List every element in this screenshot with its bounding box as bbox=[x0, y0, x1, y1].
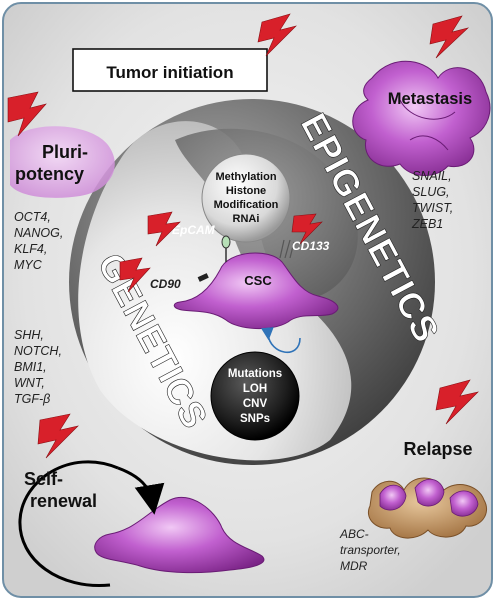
tumor-initiation-label: Tumor initiation bbox=[106, 63, 233, 82]
genetic-mark: LOH bbox=[243, 383, 267, 395]
lightning-icon bbox=[7, 91, 47, 137]
metastasis-gene: SLUG, bbox=[412, 185, 450, 199]
self-renewal-gene: BMI1, bbox=[14, 360, 47, 374]
epigenetic-mark: Modification bbox=[214, 199, 279, 211]
lightning-icon bbox=[257, 13, 297, 57]
epigenetic-mark: Histone bbox=[226, 185, 266, 197]
cd90-label: CD90 bbox=[150, 277, 181, 291]
pluripotency-label-line2: potency bbox=[15, 164, 84, 184]
relapse-gene: ABC- bbox=[339, 527, 369, 541]
lightning-icon bbox=[429, 15, 470, 59]
epigenetic-mark: Methylation bbox=[215, 171, 276, 183]
lightning-icon bbox=[435, 379, 479, 425]
self-renewal-arrow-left bbox=[18, 460, 119, 588]
pluripotency-label-line1: Pluri- bbox=[42, 142, 88, 162]
lightning-icon bbox=[37, 413, 79, 459]
self-renewal-label-line2: renewal bbox=[30, 491, 97, 511]
metastasis-label: Metastasis bbox=[388, 90, 472, 108]
self-renewal-gene: WNT, bbox=[14, 376, 45, 390]
pluripotency-gene: MYC bbox=[14, 258, 43, 272]
csc-label: CSC bbox=[244, 273, 272, 288]
relapse-cluster: Relapse bbox=[368, 439, 488, 539]
relapse-gene: transporter, bbox=[340, 543, 401, 557]
metastasis-gene: ZEB1 bbox=[411, 217, 443, 231]
metastasis-gene: TWIST, bbox=[412, 201, 453, 215]
epcam-marker: EpCAM bbox=[172, 223, 231, 262]
self-loop-arrow bbox=[261, 327, 301, 354]
pluripotency-gene: OCT4, bbox=[14, 210, 51, 224]
genetic-marks-ball: Mutations LOH CNV SNPs bbox=[210, 351, 300, 441]
relapse-label: Relapse bbox=[403, 439, 472, 459]
metastasis-gene: SNAIL, bbox=[412, 169, 452, 183]
metastasis-cluster: Metastasis bbox=[352, 60, 491, 176]
genetic-mark: CNV bbox=[243, 398, 268, 410]
self-renewal-arrow-head bbox=[117, 466, 165, 515]
self-renewal-label-line1: Self- bbox=[24, 469, 63, 489]
pluripotency-gene-list: OCT4, NANOG, KLF4, MYC bbox=[14, 210, 63, 272]
pluripotency-gene: NANOG, bbox=[14, 226, 63, 240]
relapse-gene: MDR bbox=[340, 559, 368, 573]
metastasis-gene-list: SNAIL, SLUG, TWIST, ZEB1 bbox=[411, 169, 453, 231]
tumor-initiation-box: Tumor initiation bbox=[72, 48, 268, 92]
pluripotency-cell: Pluri- potency bbox=[10, 126, 115, 198]
epcam-label: EpCAM bbox=[172, 223, 216, 237]
epigenetic-mark: RNAi bbox=[233, 213, 260, 225]
cd90-marker: CD90 bbox=[150, 273, 209, 291]
lightning-icon bbox=[147, 211, 181, 247]
genetic-mark: Mutations bbox=[228, 368, 282, 380]
relapse-gene-list: ABC- transporter, MDR bbox=[339, 527, 401, 573]
self-renewal-gene: TGF-β bbox=[14, 392, 50, 406]
pluripotency-gene: KLF4, bbox=[14, 242, 47, 256]
lightning-icon bbox=[119, 257, 151, 293]
self-renewal-gene-list: SHH, NOTCH, BMI1, WNT, TGF-β bbox=[14, 328, 62, 406]
self-renewal-cell: Self- renewal bbox=[18, 460, 265, 588]
self-renewal-gene: NOTCH, bbox=[14, 344, 62, 358]
cd133-label: CD133 bbox=[292, 239, 330, 253]
epigenetic-marks-ball: Methylation Histone Modification RNAi bbox=[201, 153, 291, 243]
genetic-mark: SNPs bbox=[240, 413, 270, 425]
csc-cell: CSC bbox=[173, 252, 339, 354]
lightning-icon bbox=[291, 213, 323, 245]
self-renewal-gene: SHH, bbox=[14, 328, 44, 342]
